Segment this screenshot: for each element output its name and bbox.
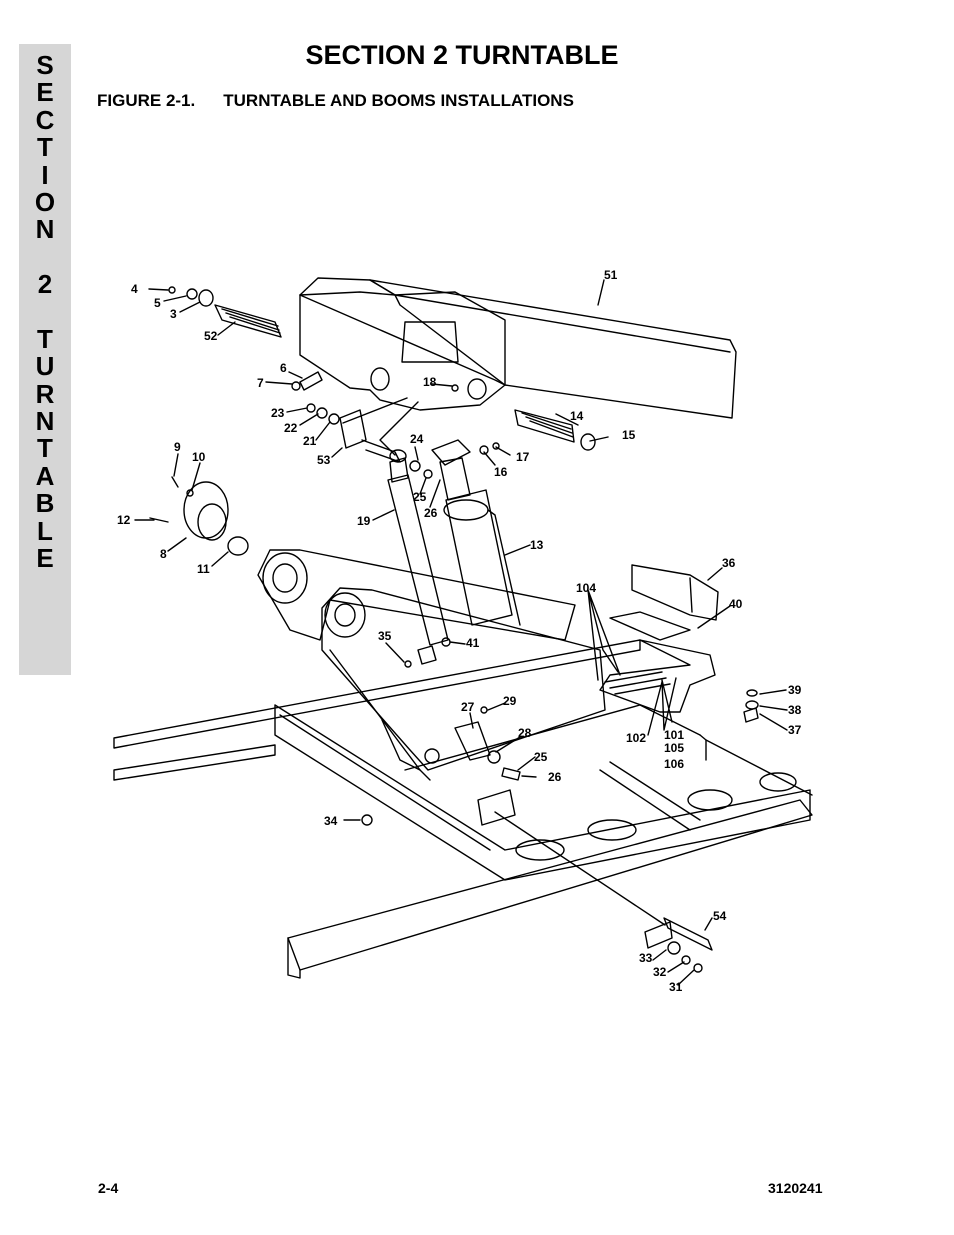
callout-101: 101: [664, 728, 684, 742]
callout-22: 22: [284, 421, 298, 435]
callout-27: 27: [461, 700, 475, 714]
figure-number: FIGURE 2-1.: [97, 91, 196, 110]
callout-52: 52: [204, 329, 218, 343]
document-number: 3120241: [768, 1180, 823, 1196]
upright-bore: [262, 552, 308, 604]
side-tab-letter: A: [35, 460, 55, 491]
callout-12: 12: [117, 513, 131, 527]
bracket-36: [631, 564, 719, 621]
callout-104: 104: [576, 581, 596, 595]
side-tab-letter: I: [41, 159, 49, 190]
side-tab-letter: C: [35, 104, 55, 135]
callout-40: 40: [729, 597, 743, 611]
callout-25b: 25: [534, 750, 548, 764]
upper-boom: [299, 277, 737, 419]
callout-34: 34: [324, 814, 338, 828]
callout-39: 39: [788, 683, 802, 697]
side-tab-letter: N: [35, 406, 55, 437]
side-tab-letter: E: [36, 543, 54, 574]
plate-40: [609, 611, 691, 641]
callout-3: 3: [170, 307, 177, 321]
upright-plate: [321, 587, 606, 771]
callout-26b: 26: [548, 770, 562, 784]
callout-15: 15: [622, 428, 636, 442]
callout-11: 11: [197, 562, 210, 576]
callout-102: 102: [626, 731, 646, 745]
figure-caption: FIGURE 2-1. TURNTABLE AND BOOMS INSTALLAT…: [97, 91, 574, 111]
cylinder-19: [387, 474, 449, 646]
upright-left: [257, 549, 576, 641]
callout-5: 5: [154, 296, 161, 310]
callout-31: 31: [669, 980, 683, 994]
hub-flange: [183, 481, 229, 539]
page-number: 2-4: [98, 1180, 119, 1196]
callout-32: 32: [653, 965, 667, 979]
side-tab-letter: B: [35, 488, 55, 519]
side-tab-letter: N: [35, 214, 55, 245]
side-tab-letter: 2: [37, 269, 53, 300]
pin-27: [454, 721, 491, 761]
side-tab-letter: E: [36, 77, 54, 108]
side-tab-letter: U: [35, 351, 55, 382]
callout-6: 6: [280, 361, 287, 375]
side-tab-letter: T: [37, 132, 53, 163]
side-tab-letter: R: [35, 378, 55, 409]
boom-housing: [299, 279, 506, 411]
callout-16: 16: [494, 465, 508, 479]
callout-4: 4: [131, 282, 138, 296]
pin-52: [214, 304, 282, 338]
housing-window: [401, 321, 459, 363]
callout-25: 25: [413, 490, 427, 504]
side-tab-letter: S: [36, 50, 54, 80]
callout-8: 8: [160, 547, 167, 561]
callout-36: 36: [722, 556, 736, 570]
section-side-tab: S E C T I O N 2 T U R N T A B L E: [19, 44, 71, 675]
callout-37: 37: [788, 723, 802, 737]
pin-14: [514, 409, 575, 443]
callout-17: 17: [516, 450, 530, 464]
callout-53: 53: [317, 453, 331, 467]
callout-10: 10: [192, 450, 206, 464]
turntable-frame: [113, 639, 641, 749]
pin-54: [663, 917, 713, 951]
side-tab-letters: S E C T I O N 2 T U R N T A B L E: [19, 50, 71, 574]
callout-35: 35: [378, 629, 392, 643]
callout-28: 28: [518, 726, 532, 740]
callout-14: 14: [570, 409, 584, 423]
callout-41: 41: [466, 636, 480, 650]
side-tab-letter: T: [37, 323, 53, 354]
callout-19: 19: [357, 514, 371, 528]
bracket-53: [339, 409, 367, 449]
callout-13: 13: [530, 538, 544, 552]
callout-26: 26: [424, 506, 438, 520]
side-tab-letter: T: [37, 433, 53, 464]
callout-51: 51: [604, 268, 618, 282]
callout-54: 54: [713, 909, 727, 923]
figure-title: TURNTABLE AND BOOMS INSTALLATIONS: [223, 91, 574, 110]
callout-33: 33: [639, 951, 653, 965]
callout-21: 21: [303, 434, 317, 448]
callout-9: 9: [174, 440, 181, 454]
callout-105: 105: [664, 741, 684, 755]
side-tab-letter: O: [34, 186, 56, 217]
page-title-text: SECTION 2 TURNTABLE: [305, 40, 619, 70]
cylinder-main: [445, 489, 513, 626]
callout-106: 106: [664, 757, 684, 771]
callout-23: 23: [271, 406, 285, 420]
page-title: SECTION 2 TURNTABLE: [0, 40, 954, 71]
side-tab-letter: L: [37, 515, 53, 546]
callout-18: 18: [423, 375, 437, 389]
callout-24: 24: [410, 432, 424, 446]
callout-29: 29: [503, 694, 517, 708]
callout-7: 7: [257, 376, 264, 390]
callout-38: 38: [788, 703, 802, 717]
